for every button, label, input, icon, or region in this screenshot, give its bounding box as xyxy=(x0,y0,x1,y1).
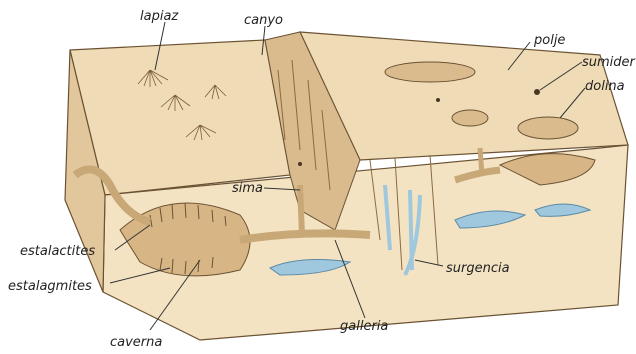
label-sumider: sumider xyxy=(582,55,636,70)
sumider xyxy=(534,89,540,95)
label-canyo: canyo xyxy=(244,13,283,28)
label-lapiaz: lapiaz xyxy=(140,9,179,24)
polje xyxy=(385,62,475,82)
right-shaft xyxy=(480,148,482,175)
dolina xyxy=(518,117,578,139)
label-dolina: dolina xyxy=(585,79,625,94)
sinkhole-dot xyxy=(436,98,440,102)
label-galleria: galleria xyxy=(340,319,388,334)
rock-block xyxy=(65,32,628,340)
label-sima: sima xyxy=(232,181,263,196)
dolina-small xyxy=(452,110,488,126)
label-caverna: caverna xyxy=(110,335,162,350)
label-surgencia: surgencia xyxy=(446,261,510,276)
sima-shaft xyxy=(300,185,302,235)
label-estalagmites: estalagmites xyxy=(8,279,92,294)
label-estalactites: estalactites xyxy=(20,244,95,259)
sinkhole-dot-2 xyxy=(298,162,302,166)
label-polje: polje xyxy=(533,33,565,48)
